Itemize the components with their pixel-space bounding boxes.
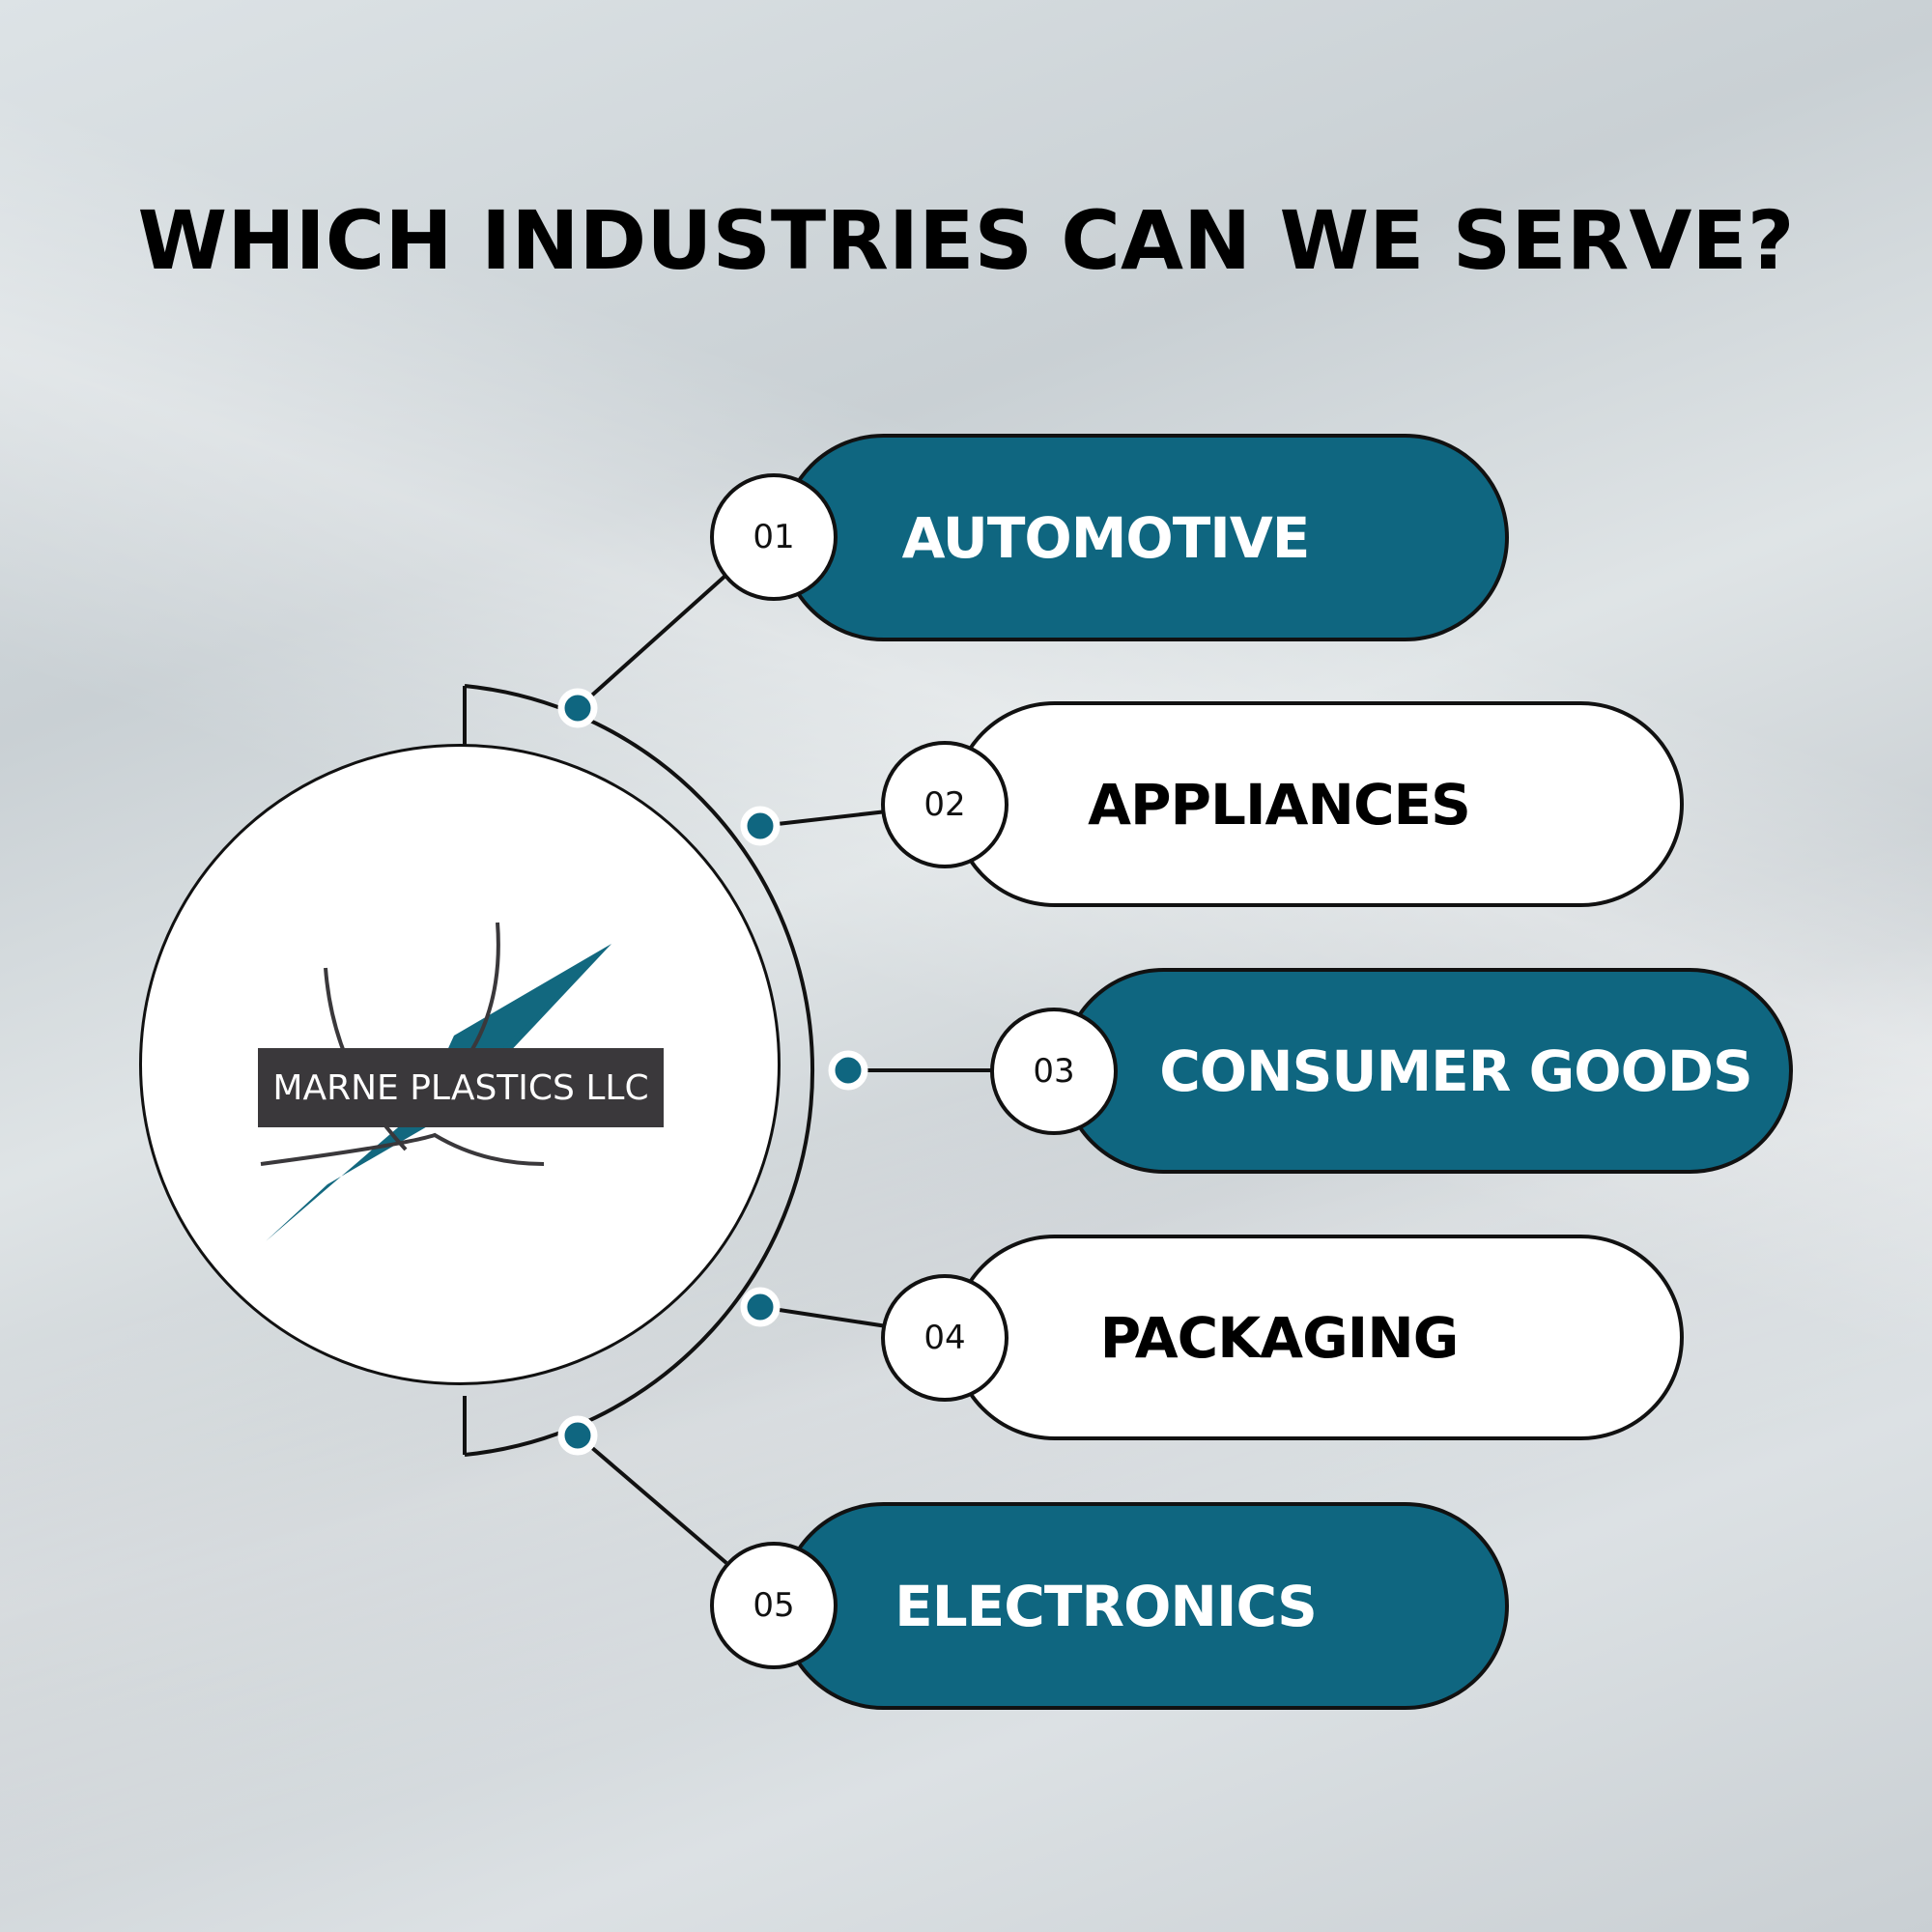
connector-dot-05 [557,1415,598,1456]
logo-text: MARNE PLASTICS LLC [272,1067,649,1108]
connector-dot-04 [740,1287,781,1327]
industry-label-05: ELECTRONICS [895,1573,1318,1639]
industry-pill-01: AUTOMOTIVE [780,434,1509,641]
connector-line-05 [576,1434,728,1565]
connector-line-04 [759,1305,888,1328]
industry-pill-02: APPLIANCES [952,701,1684,907]
connector-dot-03 [828,1050,868,1091]
industry-pill-03: CONSUMER GOODS [1061,968,1793,1174]
logo-box: MARNE PLASTICS LLC [258,1048,664,1127]
connector-dot-01 [557,688,598,728]
logo-swoosh-bottom [260,1132,545,1166]
page-title: WHICH INDUSTRIES CAN WE SERVE? [137,193,1795,288]
industry-number-02: 02 [881,741,1009,868]
connector-line-02 [759,810,888,828]
industry-number-04: 04 [881,1274,1009,1402]
industry-pill-04: PACKAGING [952,1235,1684,1440]
industry-label-04: PACKAGING [1099,1304,1460,1371]
connector-line-01 [576,573,728,710]
industry-number-01: 01 [710,473,838,601]
industry-pill-05: ELECTRONICS [780,1502,1509,1710]
industry-label-03: CONSUMER GOODS [1159,1037,1753,1104]
industry-label-01: AUTOMOTIVE [901,504,1311,571]
industry-number-03: 03 [990,1008,1118,1135]
connector-arc [464,684,814,1457]
connector-dot-02 [740,806,781,846]
industry-label-02: APPLIANCES [1088,771,1471,838]
industry-number-05: 05 [710,1542,838,1669]
